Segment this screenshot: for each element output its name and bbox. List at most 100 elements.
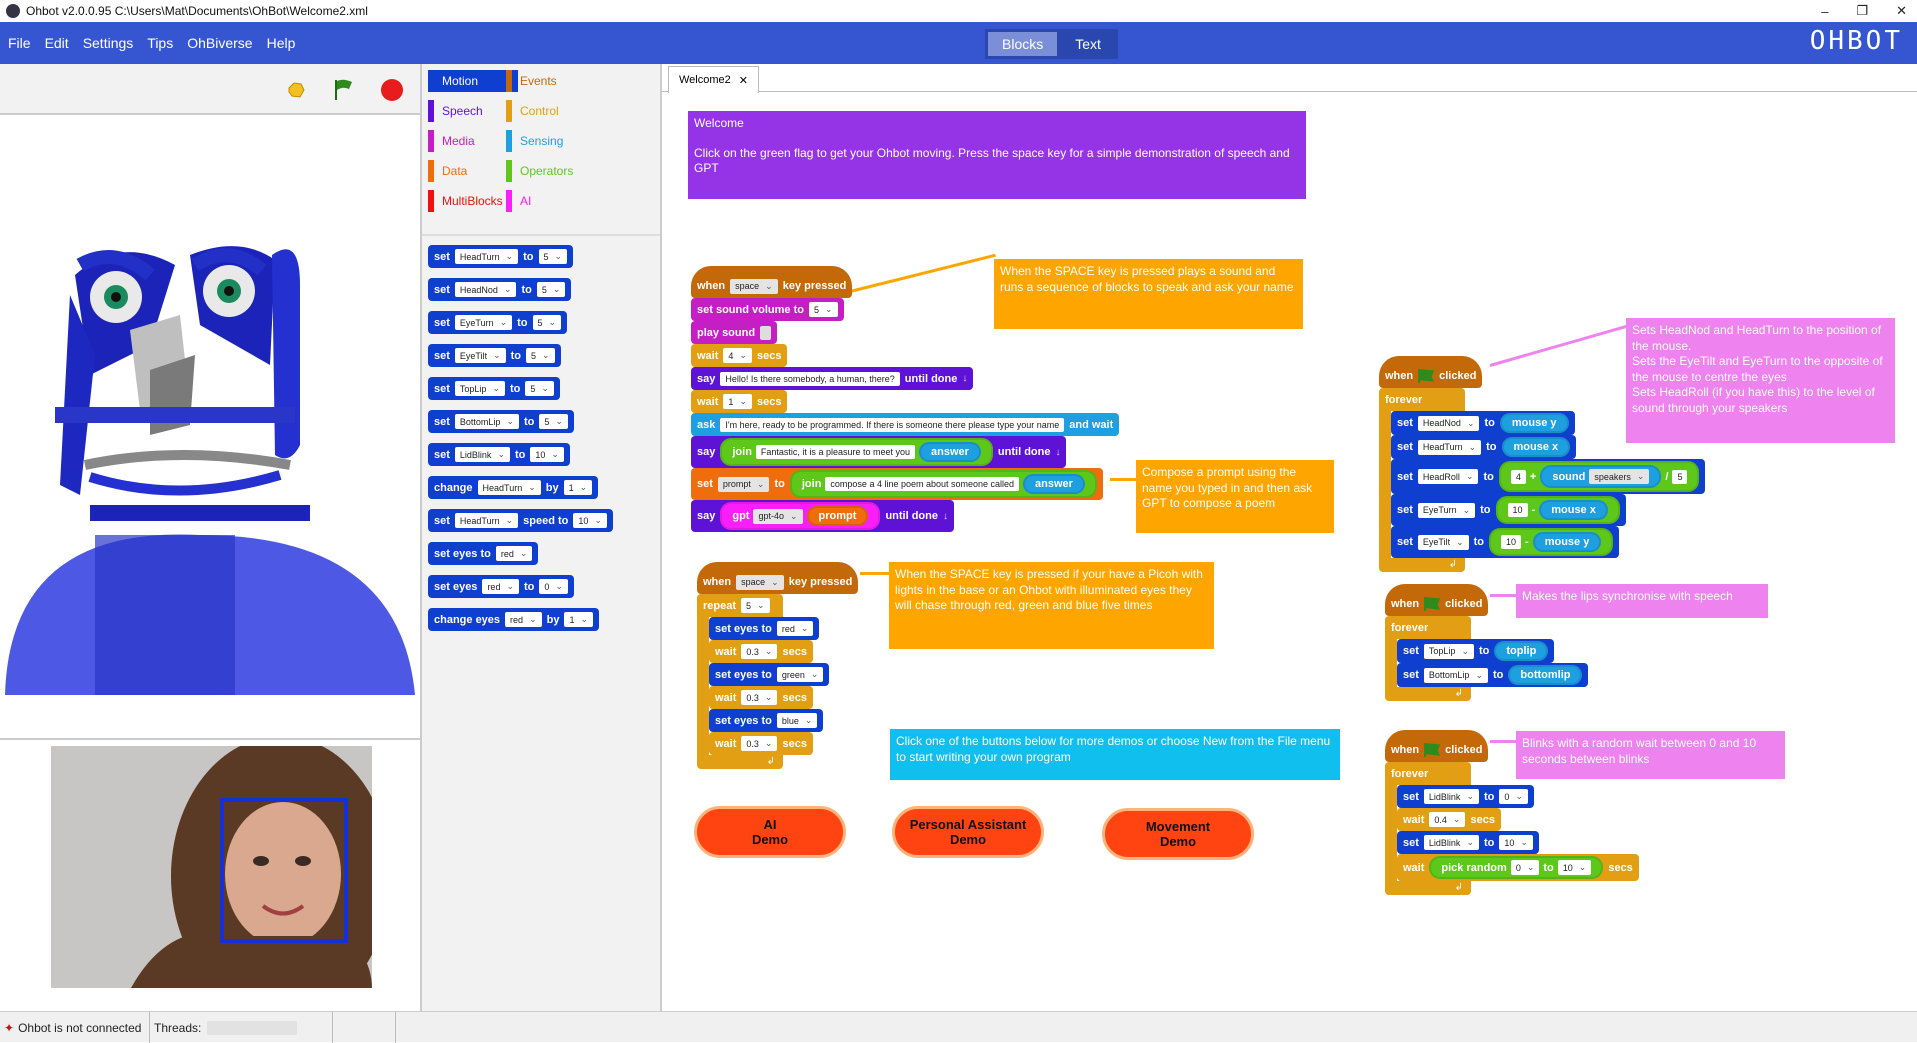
command-block[interactable]: setTopLipto5 (428, 377, 560, 400)
command-block[interactable]: setLidBlinkto10 (428, 443, 570, 466)
block-dropdown[interactable]: HeadNod (454, 282, 517, 297)
block-dropdown[interactable]: blue (776, 713, 818, 728)
command-block[interactable]: setHeadNodtomouse y (1391, 411, 1575, 435)
command-block[interactable]: setBottomLiptobottomlip (1397, 663, 1589, 687)
block-dropdown[interactable]: 1 (723, 394, 752, 409)
command-block[interactable]: wait1secs (691, 390, 788, 413)
block-dropdown[interactable]: HeadTurn (454, 249, 519, 264)
script-lip-sync[interactable]: whenclickedforeversetTopLiptotoplipsetBo… (1385, 584, 1589, 701)
block-dropdown[interactable]: 4 (723, 348, 752, 363)
block-dropdown[interactable]: red (482, 579, 519, 594)
mouse-tracking-comment[interactable]: Sets HeadNod and HeadTurn to the positio… (1626, 318, 1895, 443)
block-dropdown[interactable]: space (736, 574, 784, 590)
green-flag-icon[interactable] (332, 78, 354, 102)
block-text-input[interactable]: Fantastic, it is a pleasure to meet you (755, 445, 915, 459)
space-sequence-comment[interactable]: When the SPACE key is pressed plays a so… (994, 259, 1303, 329)
block-dropdown[interactable]: gpt-4o (753, 508, 803, 524)
block-dropdown[interactable]: 5 (539, 414, 568, 429)
block-dropdown[interactable]: HeadTurn (1417, 439, 1482, 455)
block-dropdown[interactable]: space (730, 278, 778, 294)
menu-ohbiverse[interactable]: OhBiverse (187, 35, 253, 51)
stop-icon[interactable] (380, 78, 404, 102)
reporter-mouse-x[interactable]: mouse x (1501, 437, 1571, 457)
command-block[interactable]: setHeadNodto5 (428, 278, 572, 301)
reporter-toplip[interactable]: toplip (1494, 641, 1549, 661)
block-dropdown[interactable]: 5 (526, 348, 555, 363)
hat-block[interactable]: whenspacekey pressed (691, 266, 853, 298)
block-dropdown[interactable]: LidBlink (454, 447, 510, 462)
reporter-mouse-x[interactable]: mouse x (1539, 500, 1608, 520)
script-mouse-tracking[interactable]: whenclickedforeversetHeadNodtomouse yset… (1379, 356, 1706, 572)
block-dropdown[interactable]: 1 (563, 480, 593, 495)
reporter-answer[interactable]: answer (1023, 474, 1085, 494)
command-block[interactable]: forever (1385, 616, 1471, 639)
block-dropdown[interactable]: 5 (525, 381, 554, 396)
menu-settings[interactable]: Settings (82, 35, 134, 51)
block-dropdown[interactable]: 5 (538, 249, 568, 264)
block-text-input[interactable]: 10 (1501, 535, 1522, 549)
category-motion[interactable]: Motion (428, 70, 518, 92)
command-block[interactable]: setLidBlinkto10 (1397, 831, 1539, 854)
command-block[interactable]: setEyeTiltto10-mouse y (1391, 526, 1620, 558)
close-tab-icon[interactable]: ✕ (738, 74, 748, 87)
block-dropdown[interactable]: 0.3 (741, 690, 778, 705)
command-block[interactable]: setprompttojoincompose a 4 line poem abo… (691, 468, 1103, 500)
block-dropdown[interactable]: 5 (741, 598, 770, 613)
loop-block[interactable]: foreversetHeadNodtomouse ysetHeadTurntom… (1379, 388, 1706, 572)
script-area[interactable]: Welcome2 ✕ (662, 64, 1917, 1011)
block-text-input[interactable]: I'm here, ready to be programmed. If the… (720, 417, 1065, 432)
block-dropdown[interactable]: TopLip (1423, 643, 1474, 659)
close-button[interactable]: ✕ (1896, 3, 1907, 18)
block-dropdown[interactable]: 10 (573, 513, 607, 528)
category-events[interactable]: Events (506, 70, 596, 92)
file-tab-welcome2[interactable]: Welcome2 ✕ (668, 66, 759, 93)
block-dropdown[interactable]: LidBlink (1423, 835, 1479, 850)
block-text-input[interactable]: 10 (1507, 503, 1528, 517)
category-speech[interactable]: Speech (428, 100, 518, 122)
category-media[interactable]: Media (428, 130, 518, 152)
tab-blocks[interactable]: Blocks (988, 32, 1058, 56)
welcome-comment[interactable]: Welcome Click on the green flag to get y… (688, 111, 1306, 199)
block-dropdown[interactable]: 0.3 (741, 644, 778, 659)
operator-block[interactable]: 10-mouse y (1489, 528, 1614, 556)
block-dropdown[interactable]: LidBlink (1423, 789, 1479, 804)
script-space-eyes[interactable]: whenspacekey pressedrepeat5set eyes tore… (697, 562, 859, 769)
block-dropdown[interactable]: 0.3 (741, 736, 778, 751)
block-text-input[interactable]: 5 (1672, 469, 1688, 484)
block-dropdown[interactable]: 5 (536, 282, 566, 297)
maximize-button[interactable]: ❐ (1856, 3, 1869, 18)
category-data[interactable]: Data (428, 160, 518, 182)
block-dropdown[interactable]: HeadTurn (477, 480, 541, 495)
sound-slot[interactable] (760, 325, 772, 340)
demos-hint-comment[interactable]: Click one of the buttons below for more … (890, 729, 1340, 780)
script-blink[interactable]: whenclickedforeversetLidBlinkto0wait0.4s… (1385, 730, 1639, 895)
block-dropdown[interactable]: 10 (1557, 860, 1592, 875)
block-dropdown[interactable]: HeadTurn (454, 513, 519, 528)
command-block[interactable]: forever (1385, 762, 1471, 785)
block-dropdown[interactable]: 0 (539, 579, 568, 594)
block-dropdown[interactable]: 0.4 (1429, 812, 1466, 827)
block-dropdown[interactable]: TopLip (454, 381, 505, 396)
block-dropdown[interactable]: 5 (532, 315, 562, 330)
block-dropdown[interactable]: EyeTilt (454, 348, 506, 363)
minimize-button[interactable]: – (1821, 3, 1829, 19)
